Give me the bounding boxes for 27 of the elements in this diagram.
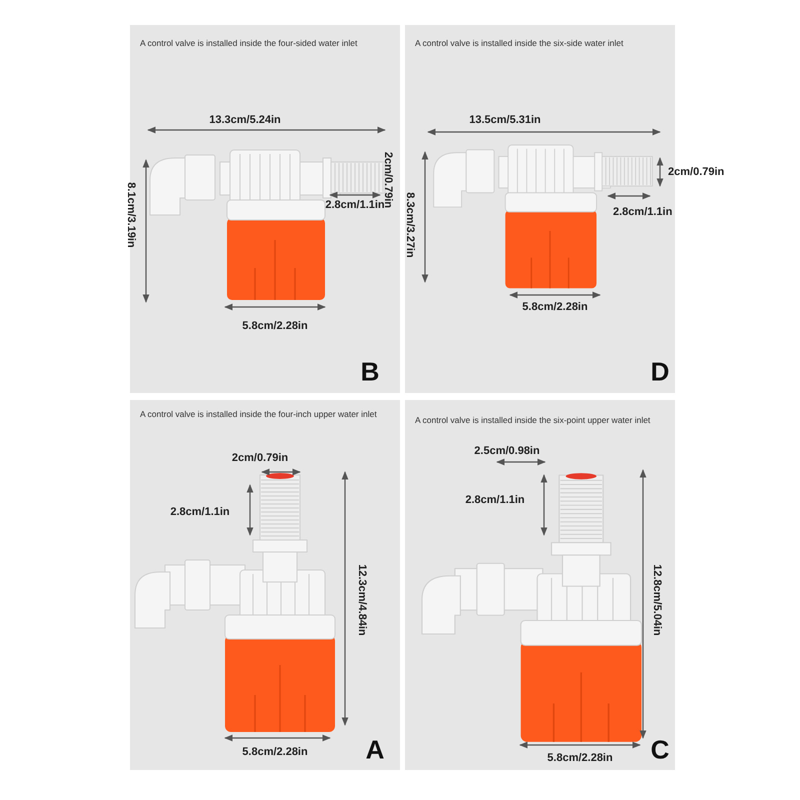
- dimension-label: 5.8cm/2.28in: [547, 752, 613, 764]
- product-panel: [405, 400, 675, 770]
- dimension-label: 12.8cm/5.04in: [651, 564, 663, 636]
- dimension-label: 5.8cm/2.28in: [242, 746, 308, 758]
- dimension-label: 5.8cm/2.28in: [242, 320, 308, 332]
- panel-letter: B: [360, 356, 380, 388]
- dimension-label: 13.3cm/5.24in: [209, 114, 281, 126]
- dimension-label: 2.8cm/1.1in: [325, 199, 385, 211]
- panel-note: A control valve is installed inside the six-point upper water inlet: [415, 414, 652, 426]
- panel-note: A control valve is installed inside the six-side water inlet: [415, 37, 624, 50]
- dimension-label: 2.8cm/1.1in: [613, 206, 672, 218]
- panel-letter: A: [366, 734, 384, 766]
- panel-letter: D: [650, 356, 670, 388]
- dimension-label: 2.8cm/1.1in: [170, 506, 230, 518]
- panel-letter: C: [650, 734, 670, 766]
- dimension-label: 2cm/0.79in: [668, 166, 724, 178]
- product-panel: [130, 400, 400, 770]
- dimension-label: 8.1cm/3.19in: [125, 182, 137, 248]
- dimension-label: 2.8cm/1.1in: [465, 494, 525, 506]
- dimension-label: 5.8cm/2.28in: [522, 301, 588, 313]
- dimension-label: 2cm/0.79in: [232, 452, 288, 464]
- dimension-label: 2.5cm/0.98in: [474, 445, 540, 457]
- dimension-label: 8.3cm/3.27in: [404, 192, 416, 258]
- panel-note: A control valve is installed inside the four-inch upper water inlet: [140, 408, 378, 420]
- dimension-label: 13.5cm/5.31in: [469, 114, 541, 126]
- dimension-label: 12.3cm/4.84in: [356, 564, 368, 636]
- panel-note: A control valve is installed inside the four-sided water inlet: [140, 37, 358, 50]
